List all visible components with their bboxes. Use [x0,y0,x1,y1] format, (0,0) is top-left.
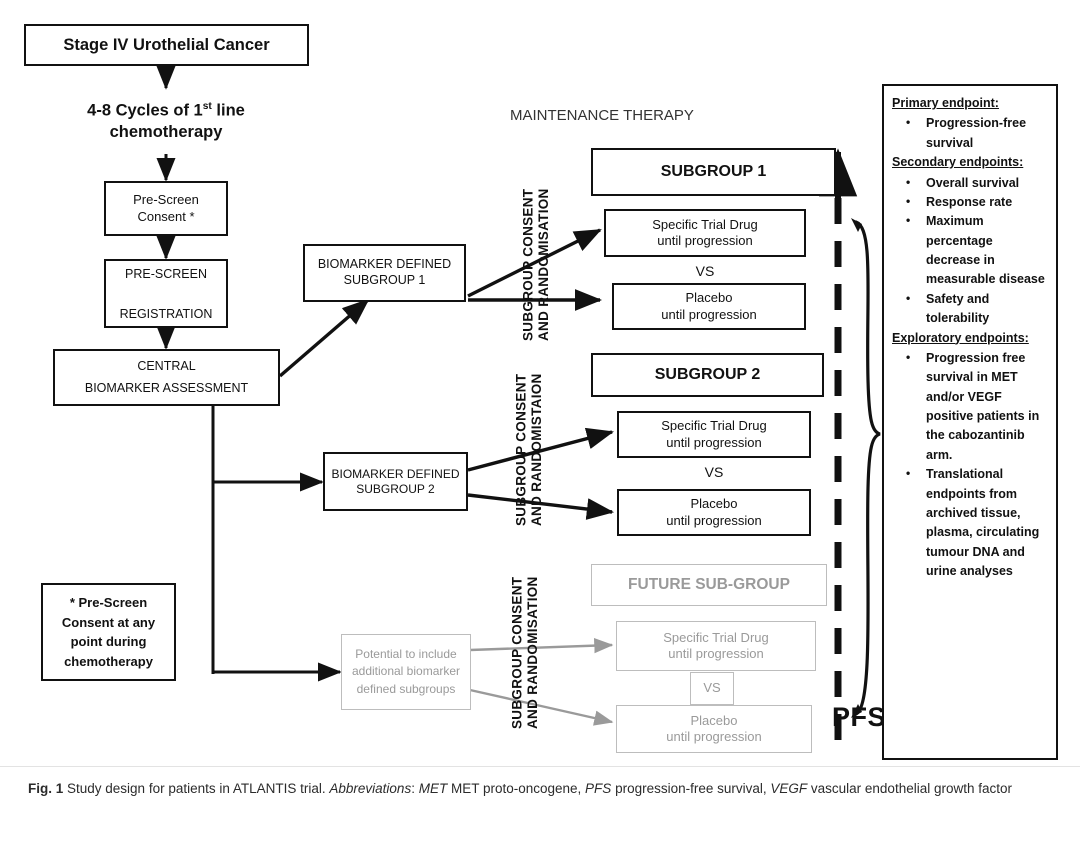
subgroup-1-title: SUBGROUP 1 [660,163,767,180]
subgroup-1-vs-label: VS [695,263,715,279]
biomarker-subgroup-2-label: BIOMARKER DEFINED SUBGROUP 2 [331,466,460,496]
figure-caption: Fig. 1 Study design for patients in ATLA… [28,779,1058,799]
endpoints-list: Overall survivalResponse rateMaximum per… [892,172,1050,329]
future-subgroup-vs-label: VS [703,680,721,696]
future-subgroup-drug-arm-label: Specific Trial Drug until progression [663,629,769,661]
subgroup-consent-label-2: SUBGROUP CONSENT AND RANDOMISTAION [513,373,545,527]
caption-abbreviations-label: Abbreviations [329,781,412,796]
stage-iv-label: Stage IV Urothelial Cancer [63,35,270,54]
subgroup-1-drug-arm-box: Specific Trial Drug until progression [604,209,806,257]
endpoints-list: Progression-free survival [892,113,1050,153]
subgroup-2-drug-arm-label: Specific Trial Drug until progression [661,418,767,450]
stage-iv-box: Stage IV Urothelial Cancer [24,24,309,66]
subgroup-2-vs-label: VS [704,464,724,480]
endpoints-list-item: Response rate [892,192,1050,212]
caption-abbreviation-definition: progression-free survival, [611,781,771,796]
potential-subgroups-box: Potential to include additional biomarke… [341,634,471,710]
subgroup-1-placebo-arm-label: Placebo until progression [661,290,757,322]
subgroup-1-title-box: SUBGROUP 1 [591,148,836,196]
endpoints-list-item: Maximum percentage decrease in measurabl… [892,211,1050,290]
maintenance-therapy-header: MAINTENANCE THERAPY [510,107,694,124]
future-subgroup-placebo-arm-label: Placebo until progression [666,712,762,744]
subgroup-2-placebo-arm-box: Placebo until progression [617,489,811,536]
central-biomarker-assessment-label: CENTRAL BIOMARKER ASSESSMENT [84,359,249,395]
future-subgroup-placebo-arm-box: Placebo until progression [616,705,812,753]
endpoints-list-item: Safety and tolerability [892,289,1050,329]
chemotherapy-label: 4-8 Cycles of 1st line chemotherapy [87,101,245,141]
subgroup-2-drug-arm-box: Specific Trial Drug until progression [617,411,811,458]
endpoints-list-item: Overall survival [892,172,1050,193]
endpoints-panel: Primary endpoint: Progression-free surviv… [882,84,1058,760]
subgroup-1-drug-arm-label: Specific Trial Drug until progression [652,216,758,248]
future-subgroup-vs-box: VS [690,672,734,705]
caption-abbreviation-term: MET [418,781,448,796]
central-biomarker-assessment-box: CENTRAL BIOMARKER ASSESSMENT [53,349,280,406]
subgroup-2-placebo-arm-label: Placebo until progression [666,496,762,528]
biomarker-subgroup-1-box: BIOMARKER DEFINED SUBGROUP 1 [303,244,466,302]
pfs-label: PFS [832,702,887,732]
endpoints-heading: Secondary endpoints: [892,155,1024,170]
caption-title: Study design for patients in ATLANTIS tr… [63,781,330,796]
endpoints-list-item: Translational endpoints from archived ti… [892,464,1050,581]
prescreen-consent-box: Pre-Screen Consent * [104,181,228,236]
potential-subgroups-label: Potential to include additional biomarke… [351,646,461,696]
caption-abbreviation-definition: MET proto-oncogene, [447,781,586,796]
prescreen-registration-box: PRE-SCREEN REGISTRATION [104,259,228,328]
endpoints-list-item: Progression free survival in MET and/or … [892,348,1050,465]
subgroup-2-title-box: SUBGROUP 2 [591,353,824,397]
biomarker-subgroup-2-box: BIOMARKER DEFINED SUBGROUP 2 [323,452,468,511]
endpoints-heading: Primary endpoint: [892,96,999,110]
caption-abbreviation-definition: vascular endothelial growth factor [807,781,1013,796]
prescreen-footnote-label: * Pre-Screen Consent at any point during… [61,595,156,669]
subgroup-2-title: SUBGROUP 2 [654,366,761,383]
biomarker-subgroup-1-label: BIOMARKER DEFINED SUBGROUP 1 [317,257,452,287]
endpoints-list: Progression free survival in MET and/or … [892,348,1050,582]
endpoints-list-item: Progression-free survival [892,113,1050,153]
future-subgroup-drug-arm-box: Specific Trial Drug until progression [616,621,816,671]
prescreen-registration-label: PRE-SCREEN REGISTRATION [119,266,213,321]
caption-abbreviation-term: VEGF [770,781,808,796]
prescreen-footnote-box: * Pre-Screen Consent at any point during… [41,583,176,681]
future-subgroup-title: FUTURE SUB-GROUP [628,576,790,594]
endpoints-heading: Exploratory endpoints: [892,330,1029,345]
caption-abbreviation-term: PFS [585,781,612,796]
prescreen-consent-label: Pre-Screen Consent * [133,192,199,224]
caption-figure-number: Fig. 1 [28,781,64,796]
subgroup-1-placebo-arm-box: Placebo until progression [612,283,806,330]
ordinal-suffix: st [202,101,212,112]
caption-abbreviations-sep: : [411,781,419,796]
caption-divider [0,766,1080,768]
subgroup-consent-label-3: SUBGROUP CONSENT AND RANDOMISATION [509,576,541,729]
future-subgroup-title-box: FUTURE SUB-GROUP [591,564,827,606]
subgroup-consent-label-1: SUBGROUP CONSENT AND RANDOMISATION [520,188,552,342]
